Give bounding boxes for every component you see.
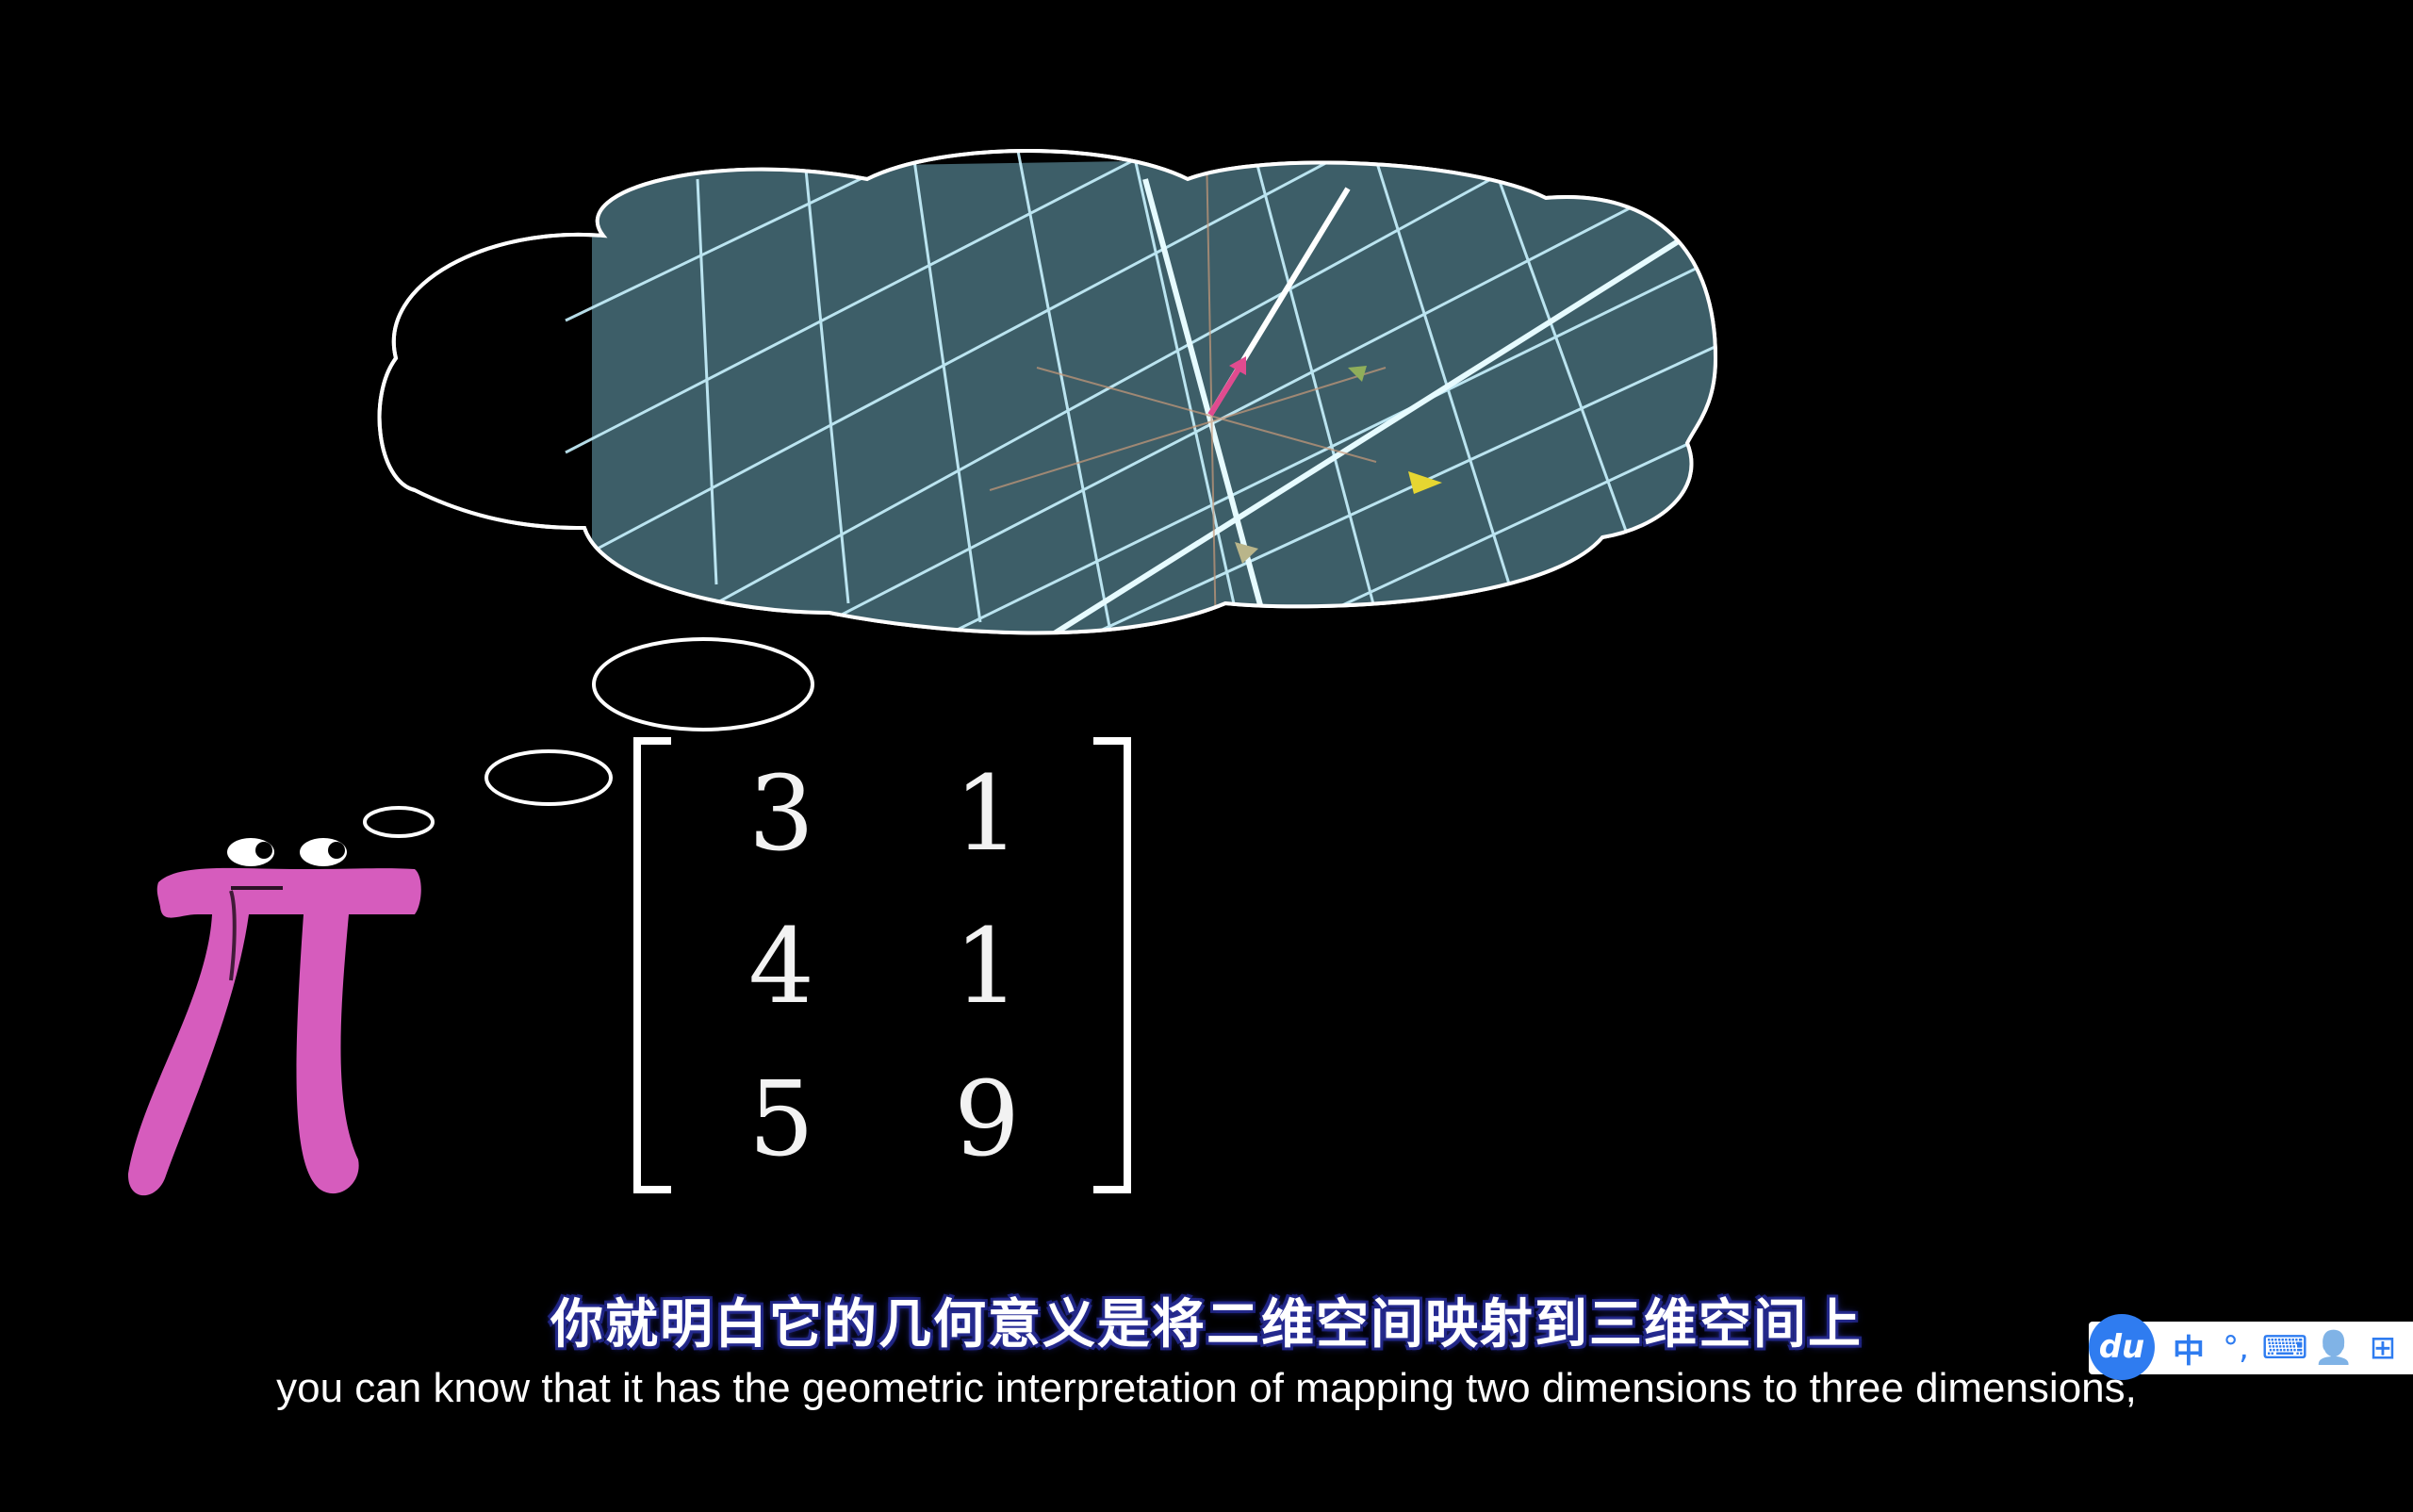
basis-line [1026, 233, 1689, 633]
transformed-plane [565, 151, 1716, 633]
green-marker [1348, 366, 1367, 382]
subtitle-chinese: 你就明白它的几何意义是将二维空间映射到三维空间上 [550, 1294, 1863, 1356]
matrix-entry-r3c1: 5 [748, 1059, 814, 1179]
beige-marker [1235, 542, 1258, 564]
thought-bubble-small [363, 806, 435, 838]
pink-vector [1207, 361, 1245, 417]
matrix-entry-r1c2: 1 [954, 753, 1020, 874]
menu-grid-icon[interactable]: ⊞ [2369, 1329, 2397, 1367]
matrix-entry-r1c1: 3 [748, 753, 814, 874]
right-pupil [328, 842, 345, 859]
thought-bubble-large [592, 637, 814, 731]
left-bracket [633, 737, 671, 1193]
user-icon[interactable]: 👤 [2313, 1329, 2355, 1367]
thought-cloud [377, 149, 1718, 635]
matrix-entry-r2c1: 4 [748, 906, 814, 1027]
left-pupil [255, 842, 272, 859]
language-toggle[interactable]: 中 [2173, 1332, 2205, 1371]
punctuation-icon[interactable]: °, [2223, 1329, 2249, 1367]
baidu-ime-logo[interactable]: du [2089, 1314, 2155, 1380]
subtitle-english: you can know that it has the geometric i… [276, 1365, 2137, 1411]
yellow-marker [1408, 471, 1442, 494]
pink-vector-head [1229, 356, 1246, 375]
matrix-entry-r2c2: 1 [954, 906, 1020, 1027]
pi-creature [127, 838, 421, 1196]
matrix-entry-r3c2: 9 [954, 1059, 1020, 1179]
thought-bubble-medium [484, 749, 613, 806]
pi-body [127, 867, 421, 1196]
soft-keyboard-icon[interactable]: ⌨ [2261, 1329, 2308, 1367]
right-bracket [1093, 737, 1131, 1193]
3d-axes [989, 151, 1387, 633]
